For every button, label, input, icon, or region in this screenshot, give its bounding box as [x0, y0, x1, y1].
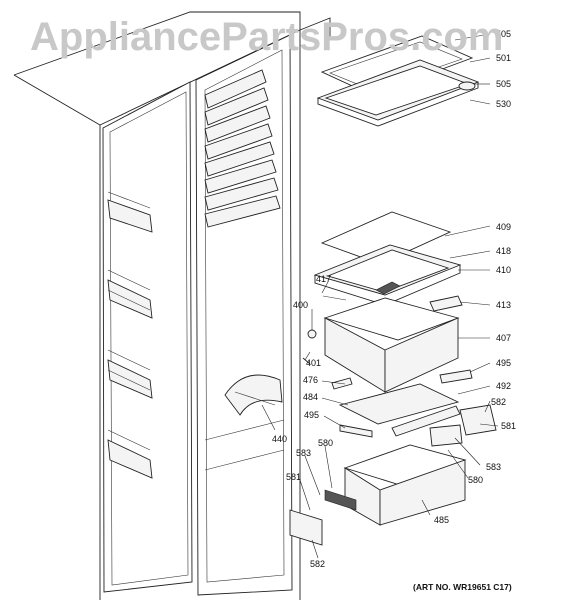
part-label-580-right: 580	[468, 475, 483, 485]
part-label-418: 418	[496, 246, 511, 256]
refrigerator-cabinet	[13, 11, 331, 600]
part-label-582-bottom: 582	[310, 559, 325, 569]
pan-stop	[307, 329, 317, 339]
part-label-410: 410	[496, 265, 511, 275]
drawer-rails	[331, 369, 473, 438]
part-labels: 505 501 505 530 409 418 410 417 413 400 …	[272, 29, 516, 569]
part-label-417: 417	[316, 274, 331, 284]
door-bin	[107, 429, 153, 479]
part-label-484: 484	[303, 392, 318, 402]
part-label-583-left: 583	[296, 448, 311, 458]
door-bin	[107, 191, 153, 233]
part-label-492: 492	[496, 381, 511, 391]
door-bin	[107, 349, 153, 399]
part-label-580-left: 580	[318, 438, 333, 448]
part-label-582-right: 582	[491, 397, 506, 407]
part-label-413: 413	[496, 300, 511, 310]
part-label-505: 505	[496, 79, 511, 89]
part-label-407: 407	[496, 333, 511, 343]
part-label-495-right: 495	[496, 358, 511, 368]
air-duct	[224, 374, 283, 416]
part-label-530: 530	[496, 99, 511, 109]
leader-lines	[261, 33, 499, 559]
part-label-501: 501	[496, 53, 511, 63]
part-label-400: 400	[293, 300, 308, 310]
shelf-clip	[458, 81, 476, 91]
part-label-495-left: 495	[304, 410, 319, 420]
part-label-476: 476	[303, 375, 318, 385]
top-shelf-assembly	[316, 35, 480, 127]
crisper-drawer	[289, 404, 497, 546]
part-label-485: 485	[434, 515, 449, 525]
deli-pan	[302, 297, 460, 393]
freezer-shelves	[204, 69, 281, 228]
part-label-409: 409	[496, 222, 511, 232]
part-label-401: 401	[306, 358, 321, 368]
part-label-505-top: 505	[496, 29, 511, 39]
art-number: (ART NO. WR19651 C17)	[413, 582, 512, 592]
pan-cover-assembly	[313, 211, 463, 312]
part-label-583-right: 583	[486, 462, 501, 472]
part-label-440: 440	[272, 434, 287, 444]
part-label-581-right: 581	[501, 421, 516, 431]
watermark: AppliancePartsPros.com	[30, 15, 504, 59]
part-label-581-left: 581	[286, 472, 301, 482]
door-bin	[107, 269, 153, 319]
